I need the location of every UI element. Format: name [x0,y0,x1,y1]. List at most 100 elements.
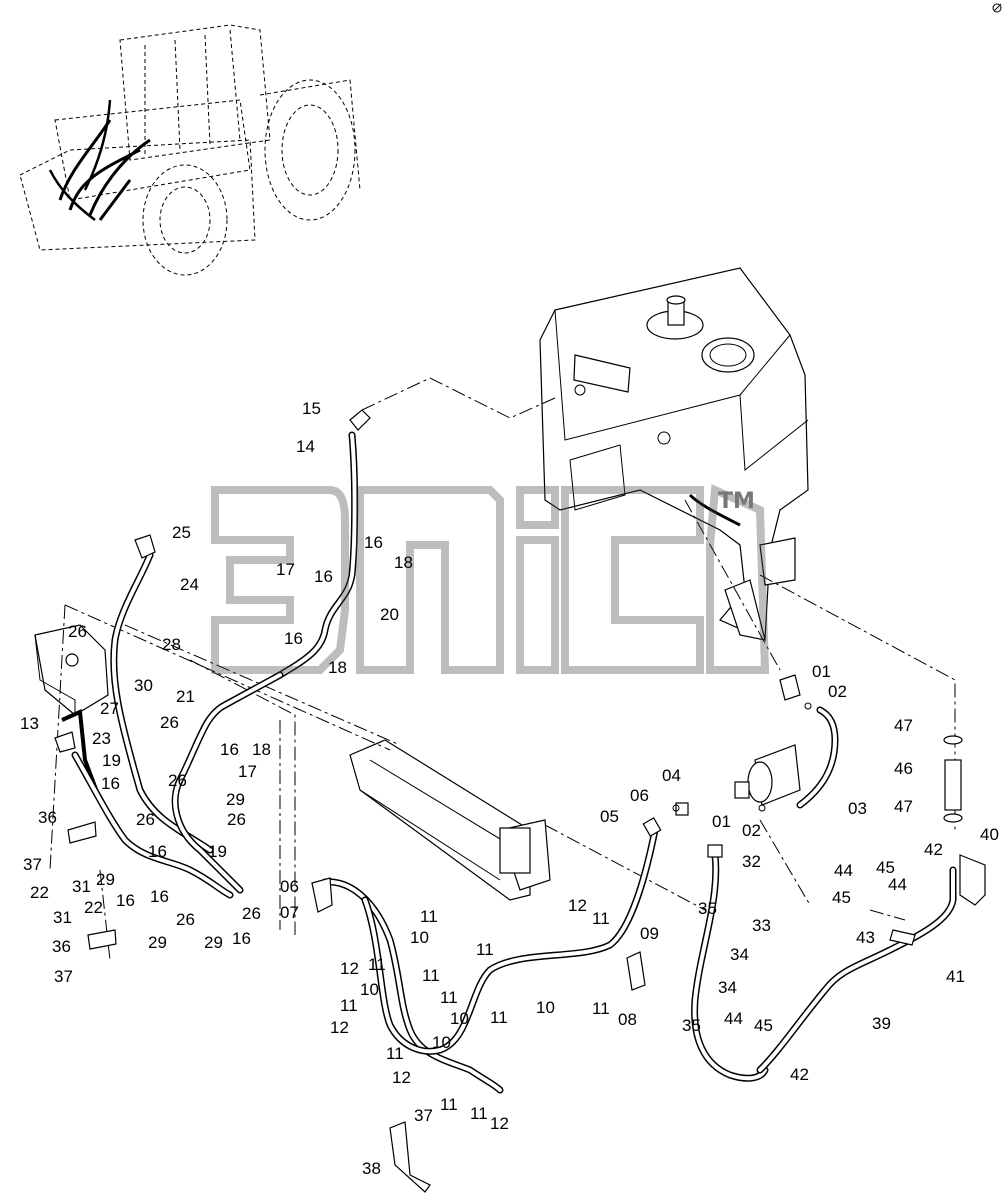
tractor-overview-illustration [19,24,361,276]
callout-label-12: 12 [490,1114,509,1133]
callout-label-38: 38 [362,1159,381,1178]
corner-pin-icon [992,3,1002,13]
callout-label-45: 45 [832,888,851,907]
hydraulic-tank [539,267,809,641]
callout-label-22: 22 [30,883,49,902]
callout-label-14: 14 [296,437,315,456]
callout-label-16: 16 [314,567,333,586]
callout-label-21: 21 [176,687,195,706]
callout-label-11: 11 [420,907,438,926]
callout-label-11: 11 [592,909,610,928]
callout-label-42: 42 [790,1065,809,1084]
callout-label-07: 07 [280,903,299,922]
callout-label-36: 36 [52,937,71,956]
callout-label-26: 26 [242,904,261,923]
callout-label-11: 11 [422,966,440,985]
hose-assemblies [71,431,957,1094]
callout-label-11: 11 [440,988,458,1007]
callout-label-06: 06 [630,786,649,805]
callout-label-40: 40 [980,825,999,844]
callout-label-10: 10 [410,928,429,947]
callout-label-03: 03 [848,799,867,818]
callout-label-22: 22 [84,898,103,917]
callout-label-15: 15 [302,399,321,418]
callout-label-26: 26 [227,810,246,829]
callout-label-11: 11 [490,1008,508,1027]
callout-label-44: 44 [724,1009,743,1028]
callout-label-11: 11 [592,999,610,1018]
callout-label-45: 45 [754,1016,773,1035]
callout-label-29: 29 [96,870,115,889]
callout-label-28: 28 [162,635,181,654]
callout-label-44: 44 [888,875,907,894]
oil-cooler [349,739,551,901]
callout-label-24: 24 [180,575,199,594]
callout-label-08: 08 [618,1010,637,1029]
callout-label-10: 10 [536,998,555,1017]
callout-label-06: 06 [280,877,299,896]
callout-label-13: 13 [20,714,39,733]
callout-label-11: 11 [386,1044,404,1063]
callout-label-31: 31 [53,908,72,927]
callout-label-30: 30 [134,676,153,695]
callout-label-35: 35 [698,899,717,918]
callout-label-11: 11 [340,996,358,1015]
callout-label-45: 45 [876,858,895,877]
callout-label-17: 17 [238,762,257,781]
callout-label-27: 27 [100,699,119,718]
pump-body [747,744,801,806]
callout-label-17: 17 [276,560,295,579]
callout-label-11: 11 [440,1095,458,1114]
callout-label-26: 26 [160,713,179,732]
callout-label-11: 11 [470,1104,488,1123]
callout-label-37: 37 [54,967,73,986]
callout-label-12: 12 [392,1068,411,1087]
callout-label-16: 16 [116,891,135,910]
callout-label-16: 16 [284,629,303,648]
callout-label-33: 33 [752,916,771,935]
callout-label-16: 16 [150,887,169,906]
callout-label-16: 16 [364,533,383,552]
callout-label-02: 02 [828,682,847,701]
callout-label-47: 47 [894,716,913,735]
callout-label-31: 31 [72,877,91,896]
callout-label-01: 01 [712,812,731,831]
callout-label-23: 23 [92,729,111,748]
callout-label-25: 25 [172,523,191,542]
callout-label-32: 32 [742,852,761,871]
callout-label-46: 46 [894,759,913,778]
callout-label-01: 01 [812,662,831,681]
callout-label-34: 34 [718,978,737,997]
callout-label-11: 11 [476,940,494,959]
callout-label-19: 19 [102,751,121,770]
callout-label-09: 09 [640,924,659,943]
fittings [54,409,986,1193]
callout-label-16: 16 [220,740,239,759]
callout-label-16: 16 [101,774,120,793]
callout-label-18: 18 [252,740,271,759]
callout-label-18: 18 [394,553,413,572]
callout-label-36: 36 [38,808,57,827]
watermark-logo [211,484,770,674]
callout-label-37: 37 [23,855,42,874]
callout-label-37: 37 [414,1106,433,1125]
control-valve [34,624,109,801]
callout-label-26: 26 [68,622,87,641]
callout-label-12: 12 [568,896,587,915]
callout-label-26: 26 [176,910,195,929]
callout-label-02: 02 [742,821,761,840]
callout-label-19: 19 [208,842,227,861]
callout-label-35: 35 [682,1016,701,1035]
watermark-trademark: TM [718,489,755,514]
callout-label-43: 43 [856,928,875,947]
callout-label-47: 47 [894,797,913,816]
callout-label-26: 26 [136,810,155,829]
callout-label-26: 26 [168,771,187,790]
callout-label-12: 12 [340,959,359,978]
callout-label-10: 10 [432,1033,451,1052]
callout-label-29: 29 [148,933,167,952]
callout-label-29: 29 [204,933,223,952]
callout-label-44: 44 [834,861,853,880]
callout-label-12: 12 [330,1018,349,1037]
